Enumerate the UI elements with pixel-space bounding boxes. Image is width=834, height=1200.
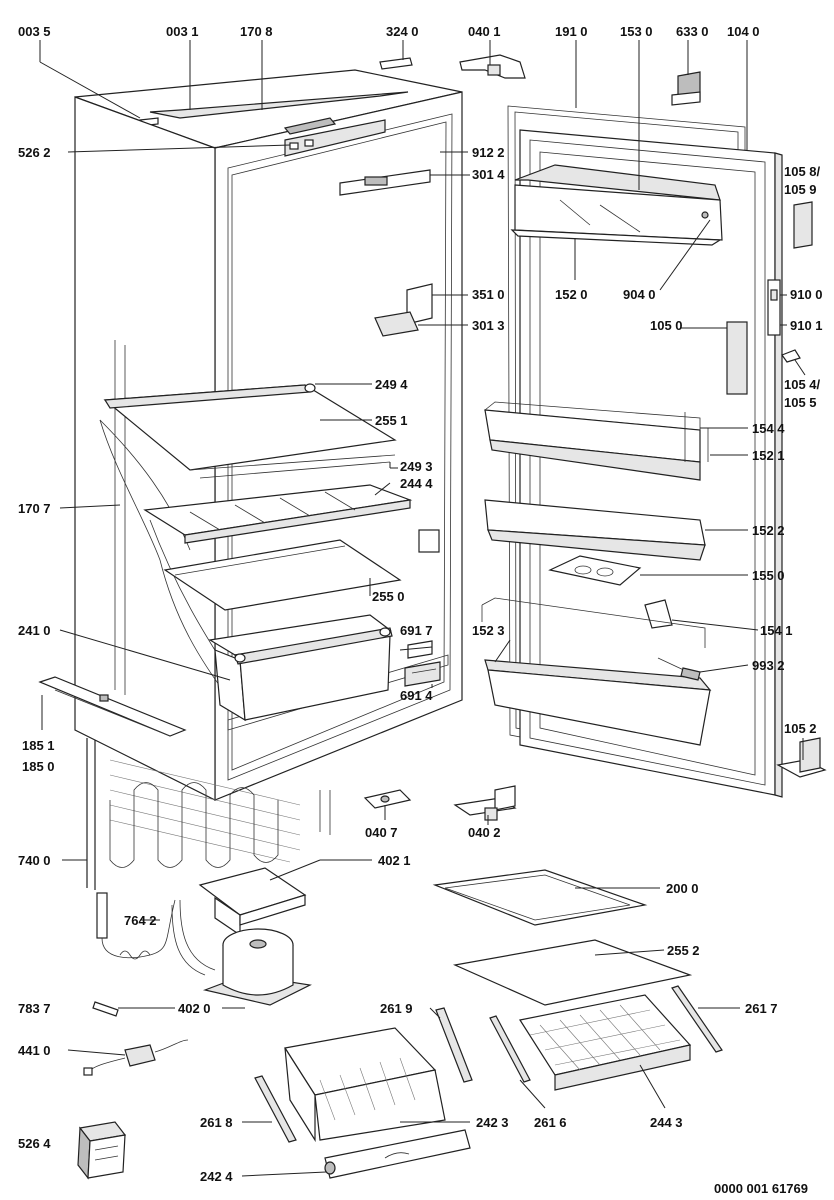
label-040-1: 040 1 (468, 24, 501, 39)
label-324-0: 324 0 (386, 24, 419, 39)
label-910-0: 910 0 (790, 287, 823, 302)
label-441-0: 441 0 (18, 1043, 51, 1058)
label-154-4: 154 4 (752, 421, 785, 436)
drawing-number: 0000 001 61769 (714, 1181, 808, 1196)
drawer-242-3 (284, 1027, 446, 1143)
drawer-front-242-4 (324, 1129, 471, 1179)
label-261-6: 261 6 (534, 1115, 567, 1130)
glass-plate-255-0 (163, 539, 402, 611)
part-labels: 003 5 003 1 170 8 324 0 040 1 191 0 153 … (18, 24, 823, 1196)
door (481, 105, 827, 798)
label-301-4: 301 4 (472, 167, 505, 182)
label-255-1: 255 1 (375, 413, 408, 428)
label-104-0: 104 0 (727, 24, 760, 39)
label-249-3: 249 3 (400, 459, 433, 474)
label-249-4: 249 4 (375, 377, 408, 392)
drip-tray-402-1 (198, 867, 307, 937)
label-241-0: 241 0 (18, 623, 51, 638)
label-261-8: 261 8 (200, 1115, 233, 1130)
electronics-box-526-4 (77, 1121, 127, 1180)
shelf-frame-244-4 (143, 484, 413, 544)
label-105-8: 105 8/ (784, 164, 821, 179)
label-633-0: 633 0 (676, 24, 709, 39)
label-191-0: 191 0 (555, 24, 588, 39)
top-parts (379, 54, 701, 106)
label-003-1: 003 1 (166, 24, 199, 39)
label-152-1: 152 1 (752, 448, 785, 463)
label-153-0: 153 0 (620, 24, 653, 39)
label-170-8: 170 8 (240, 24, 273, 39)
power-cable-441-0 (83, 1039, 189, 1076)
label-691-7: 691 7 (400, 623, 433, 638)
label-152-3: 152 3 (472, 623, 505, 638)
lamp-housing-691 (404, 640, 441, 687)
label-185-1: 185 1 (22, 738, 55, 753)
capillary-764-2 (96, 892, 176, 960)
label-152-0: 152 0 (555, 287, 588, 302)
label-105-0: 105 0 (650, 318, 683, 333)
cabinet-body (74, 69, 463, 801)
trim-strip-185 (38, 676, 187, 737)
hinge-040-2 (453, 785, 517, 821)
label-402-1: 402 1 (378, 853, 411, 868)
rails-261 (254, 985, 723, 1143)
condenser-coil-740-0 (86, 738, 331, 890)
label-040-2: 040 2 (468, 825, 501, 840)
label-242-4: 242 4 (200, 1169, 233, 1184)
label-154-1: 154 1 (760, 623, 793, 638)
glass-plate-255-2 (452, 939, 693, 1006)
shelf-200-0 (432, 869, 648, 926)
glass-shelf-upper (103, 383, 397, 479)
label-255-2: 255 2 (667, 943, 700, 958)
label-691-4: 691 4 (400, 688, 433, 703)
label-040-7: 040 7 (365, 825, 398, 840)
small-part-783-7 (92, 1001, 119, 1017)
label-003-5: 003 5 (18, 24, 51, 39)
label-105-5: 105 5 (784, 395, 817, 410)
label-185-0: 185 0 (22, 759, 55, 774)
label-261-7: 261 7 (745, 1001, 778, 1016)
label-993-2: 993 2 (752, 658, 785, 673)
label-152-2: 152 2 (752, 523, 785, 538)
label-105-4: 105 4/ (784, 377, 821, 392)
label-740-0: 740 0 (18, 853, 51, 868)
compressor-402-0 (171, 899, 312, 1006)
label-155-0: 155 0 (752, 568, 785, 583)
label-244-3: 244 3 (650, 1115, 683, 1130)
label-526-2: 526 2 (18, 145, 51, 160)
label-261-9: 261 9 (380, 1001, 413, 1016)
label-105-9: 105 9 (784, 182, 817, 197)
label-764-2: 764 2 (124, 913, 157, 928)
label-910-1: 910 1 (790, 318, 823, 333)
label-170-7: 170 7 (18, 501, 51, 516)
label-200-0: 200 0 (666, 881, 699, 896)
label-242-3: 242 3 (476, 1115, 509, 1130)
drawer-244-3 (519, 994, 692, 1091)
label-255-0: 255 0 (372, 589, 405, 604)
hinge-040-7 (363, 789, 412, 809)
label-912-2: 912 2 (472, 145, 505, 160)
label-904-0: 904 0 (623, 287, 656, 302)
label-526-4: 526 4 (18, 1136, 51, 1151)
label-783-7: 783 7 (18, 1001, 51, 1016)
label-301-3: 301 3 (472, 318, 505, 333)
crisper-drawer-241-0 (208, 614, 393, 722)
leader-lines (39, 40, 806, 1177)
label-244-4: 244 4 (400, 476, 433, 491)
label-402-0: 402 0 (178, 1001, 211, 1016)
label-105-2: 105 2 (784, 721, 817, 736)
label-351-0: 351 0 (472, 287, 505, 302)
